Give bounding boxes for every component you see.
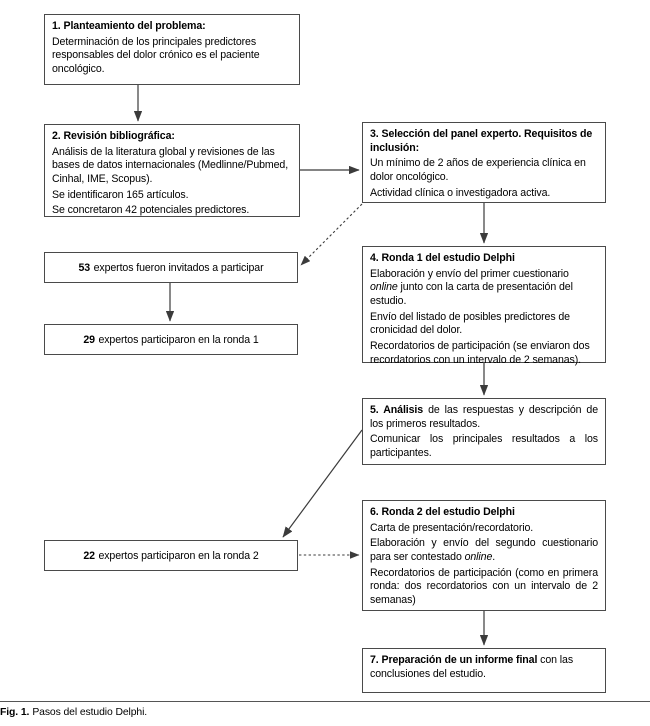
node-step2-body-2: Se identificaron 165 artículos.	[52, 188, 189, 201]
node-step7-line: 7. Preparación de un informe final con l…	[370, 654, 598, 681]
node-step1[interactable]: 1. Planteamiento del problema: Determina…	[44, 14, 300, 85]
node-step1-body: Determinación de los principales predict…	[52, 35, 260, 75]
node-step6-body-1: Carta de presentación/recordatorio.	[370, 521, 534, 534]
node-step2-body-3: Se concretaron 42 potenciales predictore…	[52, 204, 250, 217]
node-step7-heading-rest: con las conclusiones del estudio.	[370, 654, 574, 680]
node-step6-heading-text: 6. Ronda 2 del estudio Delphi	[370, 506, 515, 518]
node-step4-body-1: Elaboración y envío del primer cuestiona…	[370, 268, 598, 309]
node-step3-body-2: Actividad clínica o investigadora activa…	[370, 186, 551, 199]
node-step5-heading: 5. Análisis	[370, 404, 424, 416]
node-step6-body-2b: .	[492, 550, 496, 563]
node-step6-body-2-emphasis: online	[464, 550, 493, 563]
node-step4-body-1a: Elaboración y envío del primer cuestiona…	[370, 267, 569, 280]
node-step6[interactable]: 6. Ronda 2 del estudio Delphi Carta de p…	[362, 500, 606, 611]
node-step6-body-2: Elaboración y envío del segundo cuestion…	[370, 537, 598, 564]
node-step5-heading-line: 5. Análisis de las respuestas y descripc…	[370, 404, 598, 431]
node-step3-heading: 3. Selección del panel experto. Requisit…	[370, 128, 593, 154]
node-step6-body-3: Recordatorios de participación (como en …	[370, 566, 598, 606]
node-step2[interactable]: 2. Revisión bibliográfica: Análisis de l…	[44, 124, 300, 217]
round1-participants-count: 29	[83, 333, 95, 346]
invited-experts-label: expertos fueron invitados a participar	[93, 261, 264, 274]
node-step4-heading: 4. Ronda 1 del estudio Delphi	[370, 252, 515, 264]
figure-caption-label: Fig. 1.	[0, 707, 30, 718]
connector-step5-to-round2-participants	[282, 429, 363, 538]
node-step4-body-1b: junto con la carta de presentación del e…	[370, 281, 573, 307]
node-step5-heading-rest: de las respuestas y descripción de los p…	[370, 404, 598, 430]
node-step5[interactable]: 5. Análisis de las respuestas y descripc…	[362, 398, 606, 465]
node-step7-heading: 7. Preparación de un informe final	[370, 654, 538, 666]
round1-participants-label: expertos participaron en la ronda 1	[98, 333, 259, 346]
round2-participants-count: 22	[83, 549, 95, 562]
figure-caption-text: Pasos del estudio Delphi.	[32, 707, 148, 718]
invited-experts-count: 53	[78, 261, 91, 274]
round2-participants-label: expertos participaron en la ronda 2	[98, 549, 259, 562]
node-step3[interactable]: 3. Selección del panel experto. Requisit…	[362, 122, 606, 203]
caption-divider	[0, 701, 650, 702]
node-step6-body-2a: Elaboración y envío del segundo cuestion…	[370, 537, 598, 563]
node-step5-body: Comunicar los principales resultados a l…	[370, 433, 598, 459]
node-step7[interactable]: 7. Preparación de un informe final con l…	[362, 648, 606, 693]
figure-caption: Fig. 1.Pasos del estudio Delphi.	[0, 707, 650, 718]
node-step2-body-1: Análisis de la literatura global y revis…	[52, 145, 289, 185]
node-step4-body-1-emphasis: online	[370, 281, 398, 294]
node-step4-body-2: Envío del listado de posibles predictore…	[370, 310, 570, 337]
connector-step3-to-invited	[300, 203, 363, 266]
node-step4-body-3: Recordatorios de participación (se envia…	[370, 339, 590, 366]
node-step4[interactable]: 4. Ronda 1 del estudio Delphi Elaboració…	[362, 246, 606, 366]
node-step1-heading: 1. Planteamiento del problema:	[52, 20, 206, 32]
node-step6-heading: 6. Ronda 2 del estudio Delphi	[370, 506, 598, 520]
node-step3-body-1: Un mínimo de 2 años de experiencia clíni…	[370, 157, 586, 183]
node-step2-heading: 2. Revisión bibliográfica:	[52, 130, 175, 142]
